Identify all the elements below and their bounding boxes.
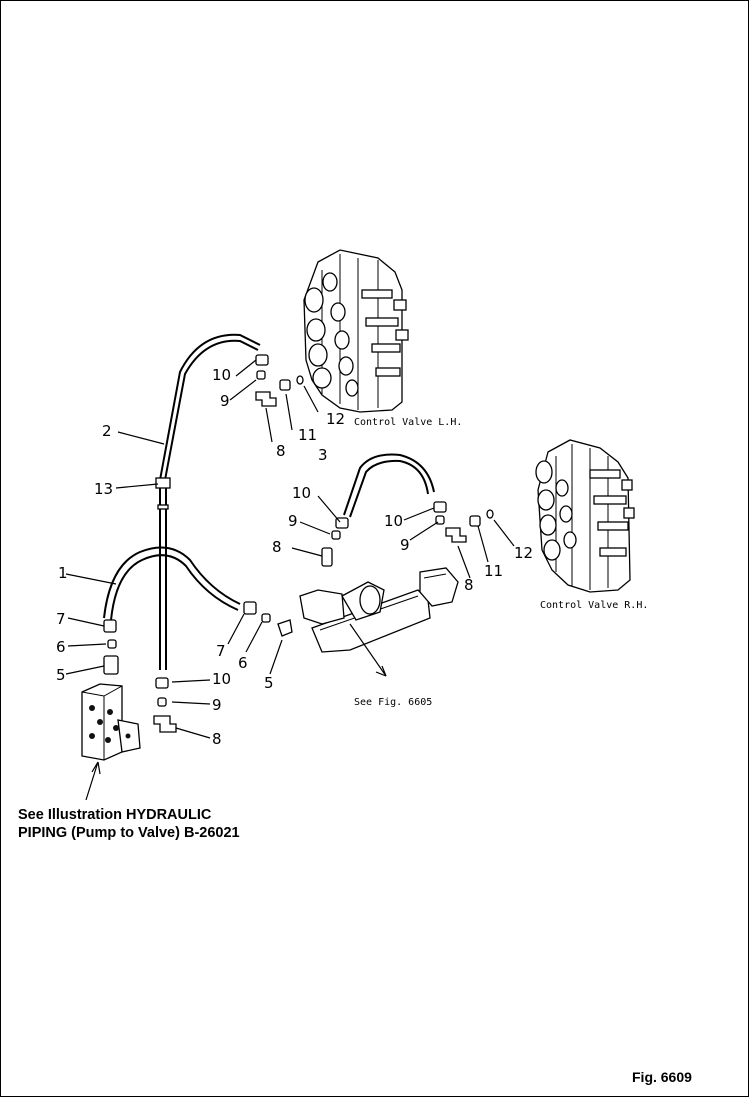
callout-10: 10 — [212, 366, 231, 384]
callout-6: 6 — [56, 638, 66, 656]
callout-8: 8 — [464, 576, 474, 594]
clamp-13 — [155, 477, 171, 489]
hose-3 — [343, 453, 435, 516]
callout-8: 8 — [212, 730, 222, 748]
callout-10: 10 — [212, 670, 231, 688]
control-valve-lh-label: Control Valve L.H. — [354, 417, 462, 428]
hose-2 — [159, 333, 261, 481]
callout-labels: 10 9 8 11 12 2 13 3 10 9 8 10 9 8 11 12 … — [56, 366, 533, 748]
callout-3: 3 — [318, 446, 328, 464]
callout-11: 11 — [484, 562, 503, 580]
callout-7: 7 — [56, 610, 66, 628]
callout-6: 6 — [238, 654, 248, 672]
control-valve-rh-label: Control Valve R.H. — [540, 600, 648, 611]
callout-10: 10 — [292, 484, 311, 502]
callout-13: 13 — [94, 480, 113, 498]
leader-lines — [65, 359, 515, 801]
callout-8: 8 — [272, 538, 282, 556]
callout-9: 9 — [288, 512, 298, 530]
valve-block — [81, 683, 141, 761]
manifold-assembly — [299, 567, 459, 653]
fittings-middle — [321, 501, 494, 567]
callout-12: 12 — [514, 544, 533, 562]
control-valve-lh — [303, 249, 409, 413]
callout-7: 7 — [216, 642, 226, 660]
callout-9: 9 — [212, 696, 222, 714]
callout-9: 9 — [400, 536, 410, 554]
callout-2: 2 — [102, 422, 112, 440]
callout-10: 10 — [384, 512, 403, 530]
fittings-upper — [255, 354, 304, 407]
hose-1 — [103, 546, 241, 619]
callout-11: 11 — [298, 426, 317, 444]
callout-12: 12 — [326, 410, 345, 428]
callout-8: 8 — [276, 442, 286, 460]
callout-5: 5 — [264, 674, 274, 692]
callout-9: 9 — [220, 392, 230, 410]
fittings-lower — [103, 601, 293, 733]
control-valve-rh — [535, 439, 635, 593]
see-illustration-line1: See Illustration HYDRAULIC — [18, 807, 212, 823]
callout-5: 5 — [56, 666, 66, 684]
see-fig-label: See Fig. 6605 — [354, 697, 432, 708]
see-illustration-line2: PIPING (Pump to Valve) B-26021 — [18, 825, 240, 841]
callout-1: 1 — [58, 564, 68, 582]
figure-number: Fig. 6609 — [632, 1069, 692, 1085]
